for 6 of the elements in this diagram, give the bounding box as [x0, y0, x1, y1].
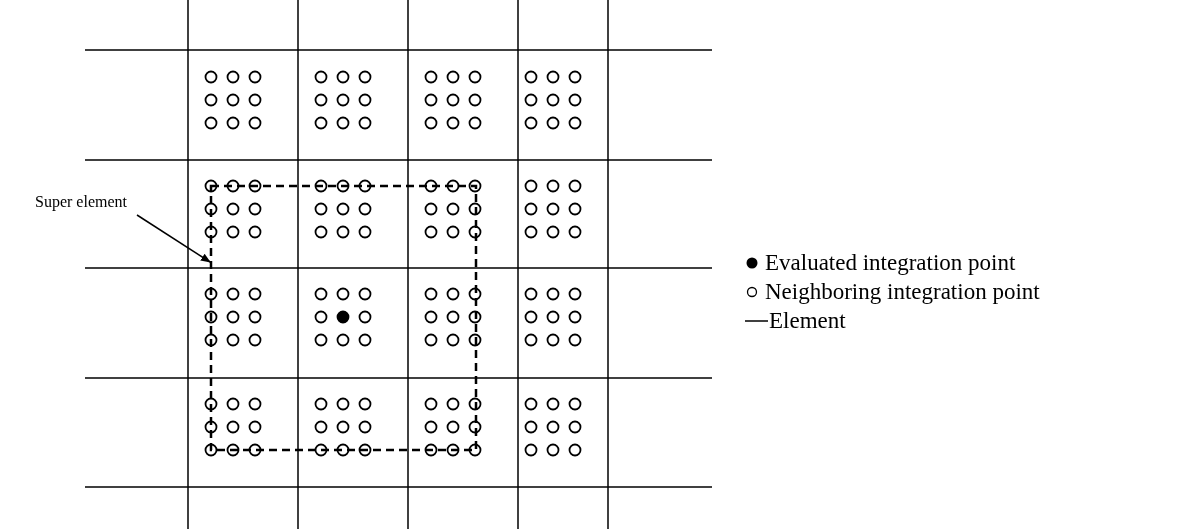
leader-arrow	[136, 214, 211, 263]
super-element-outline	[209, 184, 478, 452]
legend-label: Neighboring integration point	[765, 278, 1040, 305]
legend-label: Evaluated integration point	[765, 249, 1016, 276]
callout-label: Super element	[35, 193, 127, 211]
legend-label: Element	[769, 307, 846, 334]
